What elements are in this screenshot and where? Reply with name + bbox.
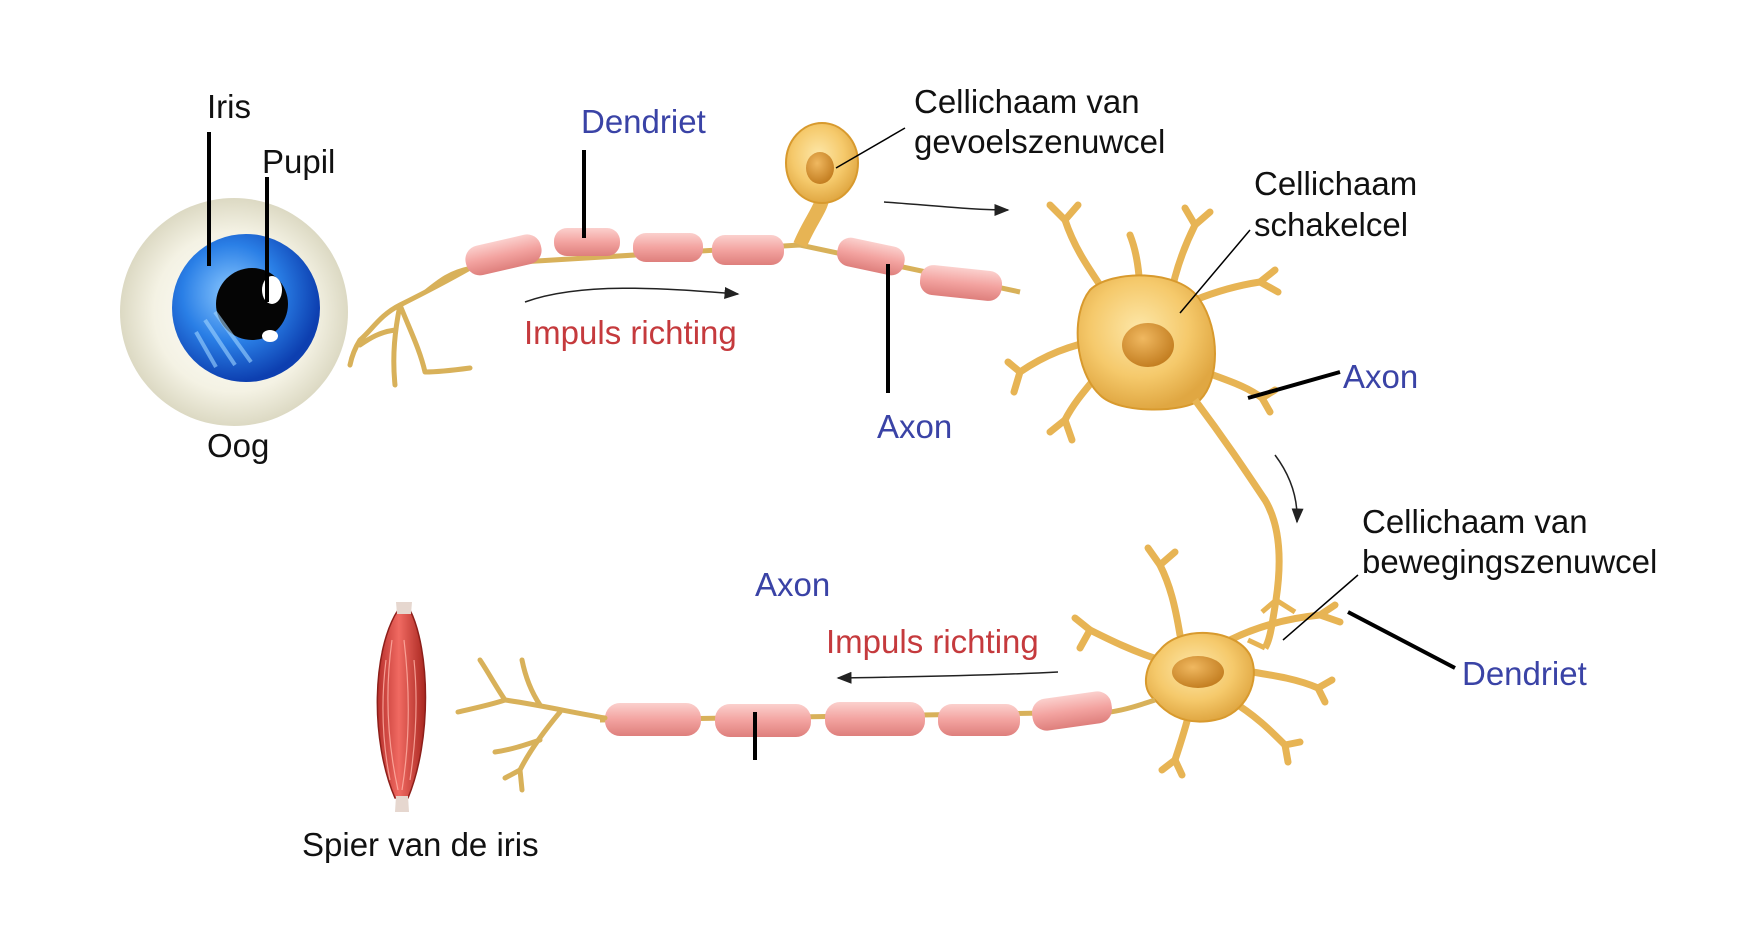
eye-illustration xyxy=(120,198,348,426)
sensory-neuron xyxy=(347,122,1021,388)
eye-highlight-small xyxy=(262,330,278,342)
interneuron xyxy=(1004,201,1297,651)
flow-arrows xyxy=(524,201,1304,684)
label-impulse-bottom: Impuls richting xyxy=(826,623,1039,660)
label-sensory-body-line1: Cellichaam van xyxy=(914,83,1140,120)
leader-inter-body xyxy=(1179,229,1251,314)
label-iris: Iris xyxy=(207,88,251,125)
leader-motor-body xyxy=(1282,574,1359,641)
label-inter-body-line1: Cellichaam xyxy=(1254,165,1418,202)
label-motor-axon: Axon xyxy=(755,566,831,603)
interneuron-nucleus xyxy=(1122,323,1174,367)
label-sensory-axon: Axon xyxy=(877,408,953,445)
arrow-down xyxy=(1274,454,1304,524)
label-impulse-top: Impuls richting xyxy=(524,314,737,351)
sensory-nucleus xyxy=(806,152,834,184)
arrow-impulse-bottom xyxy=(836,671,1059,684)
arrow-impulse-top xyxy=(524,286,740,303)
leader-motor-dendrite xyxy=(1347,610,1456,670)
leader-inter-axon xyxy=(1247,370,1341,400)
arrow-to-interneuron xyxy=(883,201,1010,216)
myelin-sheath-top-left xyxy=(465,228,784,276)
label-muscle: Spier van de iris xyxy=(302,826,539,863)
motor-neuron xyxy=(455,544,1344,793)
myelin-sheath-bottom xyxy=(605,691,1113,737)
thin-leader-lines xyxy=(835,127,1359,641)
label-sensory-body-line2: gevoelszenuwcel xyxy=(914,123,1166,160)
label-sensory-dendrite: Dendriet xyxy=(581,103,706,140)
label-eye: Oog xyxy=(207,427,270,464)
motor-nucleus xyxy=(1172,656,1224,688)
leader-sensory-body xyxy=(835,127,906,169)
label-inter-body-line2: schakelcel xyxy=(1254,206,1409,243)
label-motor-body-line2: bewegingszenuwcel xyxy=(1362,543,1658,580)
label-motor-dendrite: Dendriet xyxy=(1462,655,1587,692)
label-motor-body-line1: Cellichaam van xyxy=(1362,503,1588,540)
muscle-illustration xyxy=(376,602,427,812)
label-inter-axon: Axon xyxy=(1343,358,1419,395)
leader-lines xyxy=(207,132,1456,760)
label-pupil: Pupil xyxy=(262,143,336,180)
